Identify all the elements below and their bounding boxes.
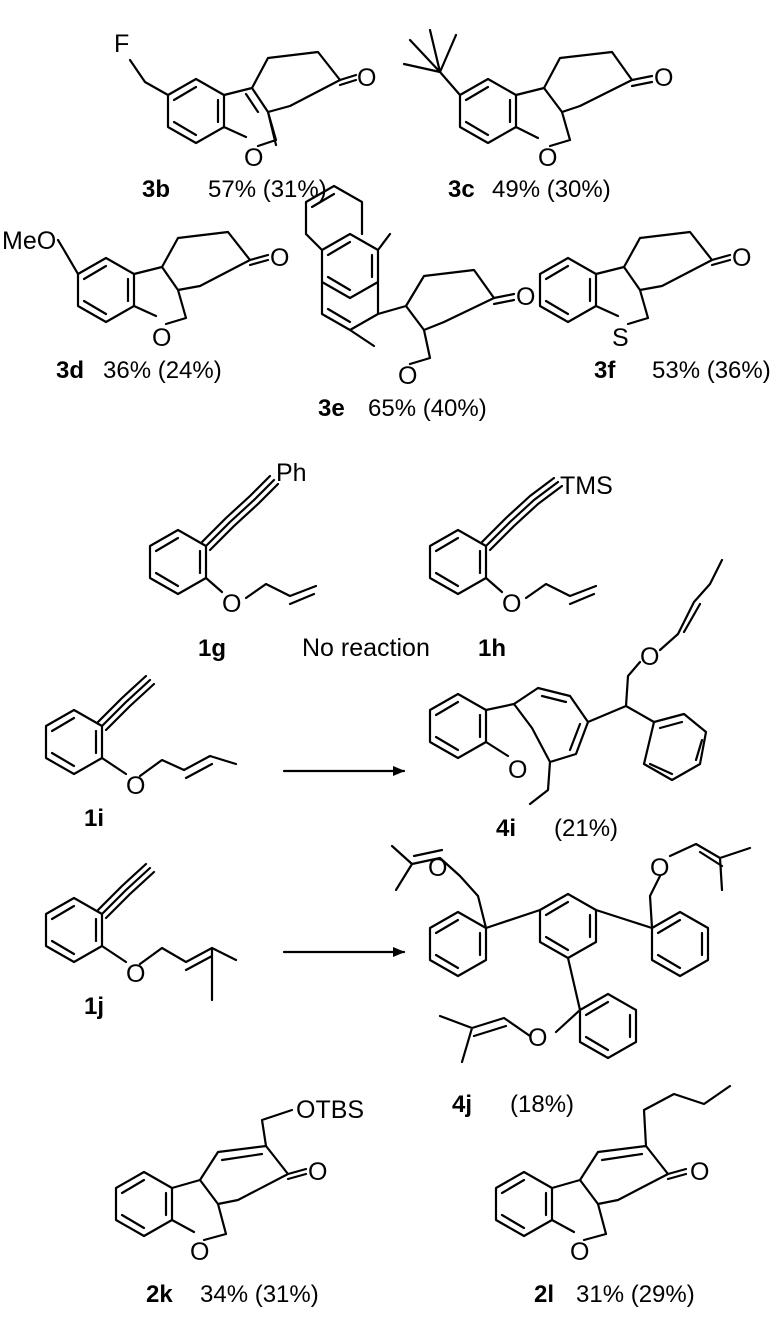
atom-S-3f: S [612,324,629,352]
compound-2l: O O 2l 31% (29%) [494,1084,732,1308]
label-3b: 3b [142,176,170,203]
compound-3b: F O O 3b 57% (31%) [114,30,376,203]
compound-1g: Ph O 1g [148,459,318,662]
yield-3d: 36% (24%) [103,357,222,384]
atom-O-3d: O [152,324,171,352]
compound-4j: O O O 4j (18%) [390,842,752,1118]
label-4i: 4i [496,815,516,842]
atom-O-1g: O [222,590,241,618]
label-1h: 1h [478,635,506,662]
bonds-2k [114,1108,308,1242]
label-3d: 3d [56,357,84,384]
bonds-2l [494,1084,732,1242]
no-reaction-label: No reaction [302,634,430,662]
compound-1i: O 1i [44,674,238,832]
atom-O-ketone-3f: O [732,244,751,272]
yield-3b: 57% (31%) [208,176,327,203]
compound-4i: O O 4i (21%) [428,558,724,842]
bonds-3e [304,184,516,366]
atom-O-3e: O [398,362,417,390]
atom-O-ketone-2k: O [308,1158,327,1186]
label-2l: 2l [534,1281,554,1308]
bonds-3f [538,230,732,326]
atom-MeO-3d: MeO [2,227,56,255]
atom-O-ether-4i: O [640,643,659,671]
label-3c: 3c [448,176,475,203]
label-1g: 1g [198,635,226,662]
atom-O-ketone-2l: O [690,1158,709,1186]
bonds-1g [148,474,318,606]
atom-O-2l: O [570,1238,589,1266]
bonds-1i [44,674,238,780]
compound-3e: O O 3e 65% (40%) [304,184,535,422]
atom-Ph-1g: Ph [276,459,307,487]
label-3e: 3e [318,395,345,422]
yield-2l: 31% (29%) [576,1281,695,1308]
bonds-1j [44,862,238,1002]
compound-1j: O 1j [44,862,238,1020]
bonds-3b [128,50,358,148]
yield-3c: 49% (30%) [492,176,611,203]
bonds-1h [428,476,598,606]
atom-O-2k: O [190,1238,209,1266]
atom-O-ketone-3b: O [357,64,376,92]
atom-O-3c: O [538,144,557,172]
yield-4i: (21%) [554,815,618,842]
compound-1h: TMS O 1h [428,472,613,662]
compound-2k: OTBS O O 2k 34% (31%) [114,1096,364,1308]
atom-O-ketone-3e: O [516,283,535,311]
atom-TMS-1h: TMS [560,472,613,500]
yield-3e: 65% (40%) [368,395,487,422]
atom-O-1h: O [502,590,521,618]
label-1i: 1i [84,805,104,832]
atom-O-1i: O [126,772,145,800]
label-1j: 1j [84,993,104,1020]
label-4j: 4j [452,1091,472,1118]
atom-O-4j-b: O [650,854,669,882]
atom-OTBS-2k: OTBS [296,1096,364,1124]
compound-3d: MeO O O 3d 36% (24%) [2,227,289,384]
yield-4j: (18%) [510,1091,574,1118]
bonds-4i [428,558,724,806]
atom-F-3b: F [114,30,129,58]
atom-O-4j-a: O [428,854,447,882]
atom-O-ketone-3c: O [654,64,673,92]
atom-O-3b: O [244,144,263,172]
atom-O-4i: O [508,756,527,784]
atom-O-ketone-3d: O [270,244,289,272]
bonds-3d [56,230,270,326]
yield-2k: 34% (31%) [200,1281,319,1308]
label-3f: 3f [594,357,616,384]
compound-3f: S O 3f 53% (36%) [538,230,771,384]
yield-3f: 53% (36%) [652,357,771,384]
bonds-3c [402,28,654,148]
atom-O-4j-c: O [528,1024,547,1052]
bonds-4j [390,842,752,1064]
atom-O-1j: O [126,960,145,988]
compound-3c: O O 3c 49% (30%) [402,28,673,203]
label-2k: 2k [146,1281,173,1308]
